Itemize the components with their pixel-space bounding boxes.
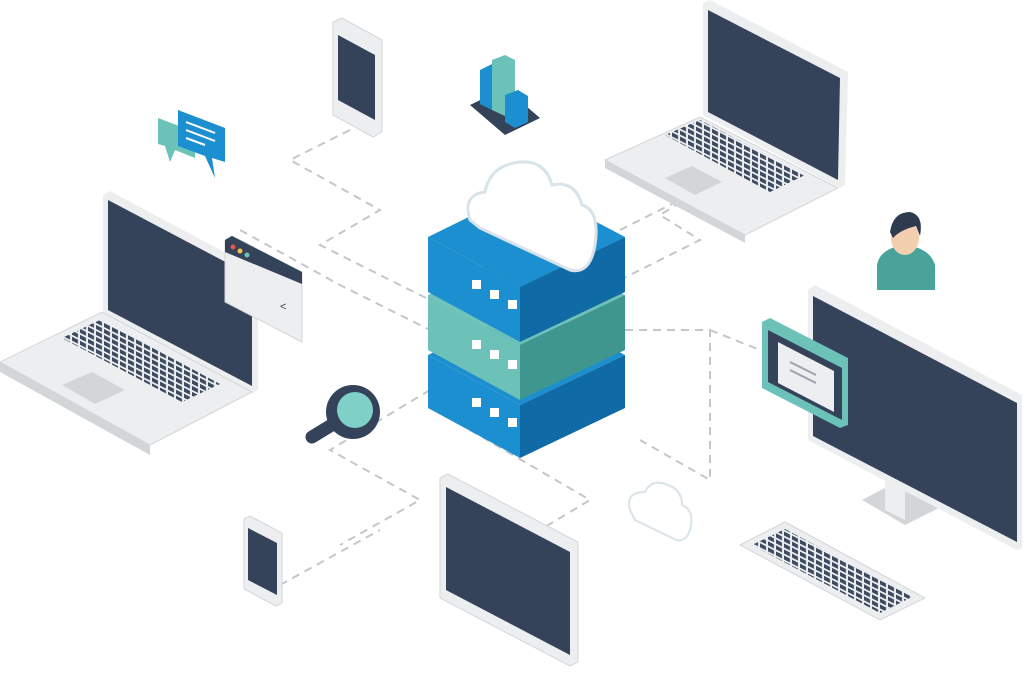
network-connections [239,129,761,586]
smartphone-icon [332,17,383,138]
magnifier-icon [305,385,380,444]
document-window-icon [762,318,848,428]
desktop-monitor-icon [808,285,1022,550]
code-glyph: < [280,301,286,313]
browser-window-icon: < [224,235,303,343]
laptop-icon-left [0,191,258,455]
laptop-icon [603,0,848,243]
bar-chart-icon [470,55,540,135]
user-avatar-icon [877,212,935,290]
chat-bubbles-icon [158,110,225,178]
keyboard-icon [738,521,927,621]
cloud-icon [466,160,598,273]
smartphone-icon-small [243,515,283,607]
small-cloud-icon [628,481,693,542]
tablet-icon [439,473,579,667]
